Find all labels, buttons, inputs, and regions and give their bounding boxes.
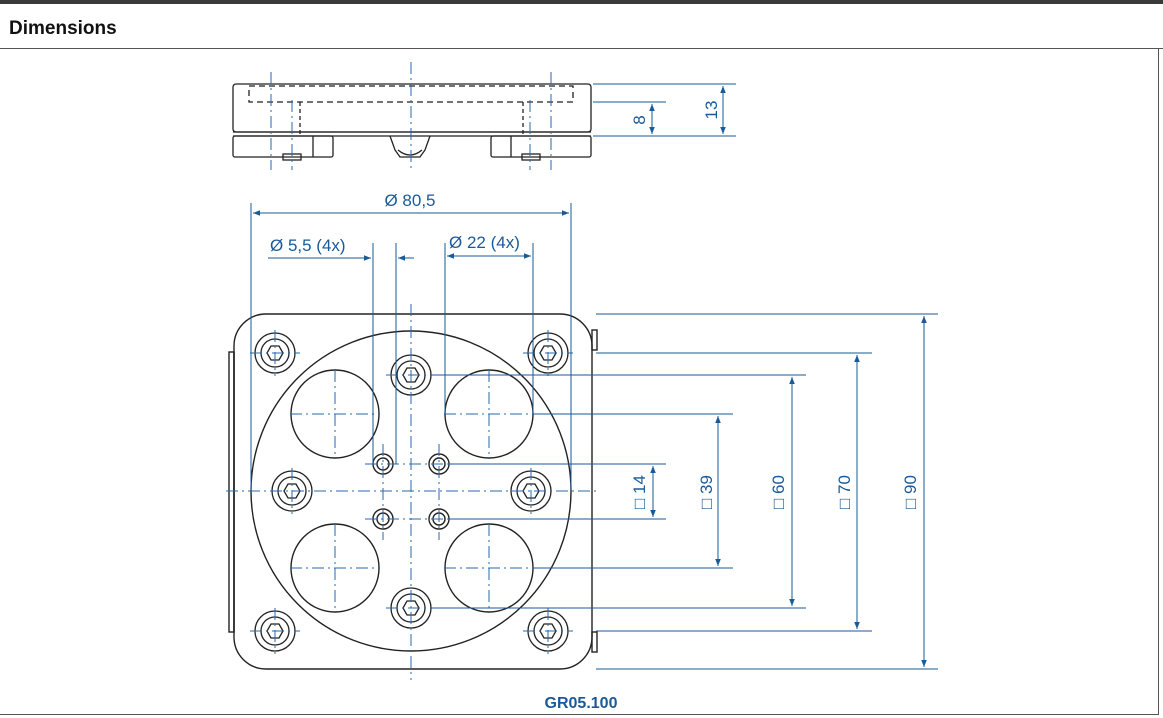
drawing-frame [0, 48, 1159, 715]
plan-horizontal-dimensions [250, 203, 572, 490]
plan-centerlines [226, 304, 598, 680]
dim-diameter-outer: Ø 80,5 [384, 191, 435, 210]
side-view [232, 83, 592, 161]
dim-square-70: □ 70 [835, 475, 854, 509]
dim-diameter-small-holes: Ø 5,5 (4x) [270, 236, 346, 255]
part-number: GR05.100 [545, 695, 618, 712]
side-dimension-lines [593, 83, 736, 137]
dim-height-8: 8 [630, 115, 649, 124]
side-view-centerlines [270, 62, 552, 172]
dim-square-14: □ 14 [630, 475, 649, 509]
section-title: Dimensions [9, 18, 117, 39]
side-view-body [232, 83, 592, 133]
dim-square-60: □ 60 [769, 475, 788, 509]
dim-diameter-large-holes: Ø 22 (4x) [449, 233, 520, 252]
section-header: Dimensions [0, 4, 1163, 49]
top-rule [0, 0, 1163, 4]
dim-square-90: □ 90 [901, 475, 920, 509]
dim-square-39: □ 39 [697, 475, 716, 509]
dim-height-13: 13 [702, 101, 721, 120]
plan-vertical-dimensions [430, 313, 938, 670]
